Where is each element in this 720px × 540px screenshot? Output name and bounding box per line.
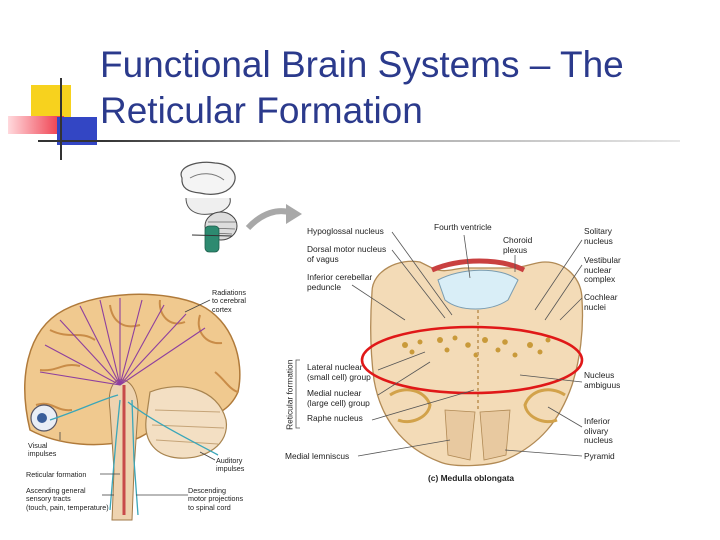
label-descending-projections: Descending motor projections to spinal c… (188, 486, 244, 512)
label-dorsal-motor-nucleus: Dorsal motor nucleus of vagus (307, 244, 387, 264)
label-raphe-nucleus: Raphe nucleus (307, 413, 363, 423)
label-reticular-formation-left: Reticular formation (26, 470, 87, 479)
label-solitary-nucleus: Solitary nucleus (584, 226, 613, 246)
label-visual-impulses: Visual impulses (28, 441, 57, 459)
deco-vertical-line (60, 78, 62, 160)
label-radiations-to-cortex: Radiations to cerebral cortex (212, 288, 246, 314)
title-underline (38, 140, 680, 142)
label-lateral-nuclear-group: Lateral nuclear (small cell) group (307, 362, 371, 382)
gray-arrow (245, 208, 294, 231)
label-nucleus-ambiguus: Nucleus ambiguus (584, 370, 621, 390)
slide-title: Functional Brain Systems – The Reticular… (100, 42, 700, 134)
label-medial-nuclear-group: Medial nuclear (large cell) group (307, 388, 370, 408)
label-inferior-olivary-nucleus: Inferior olivary nucleus (584, 416, 613, 445)
label-auditory-impulses: Auditory impulses (216, 456, 245, 474)
label-vestibular-complex: Vestibular nuclear complex (584, 255, 621, 284)
medulla-cross-section (295, 231, 584, 467)
label-inferior-cerebellar-peduncle: Inferior cerebellar peduncle (307, 272, 373, 292)
label-pyramid: Pyramid (584, 451, 615, 461)
small-brain-icon (180, 161, 238, 253)
sagittal-brain (24, 293, 241, 521)
highlight-ellipse (360, 325, 584, 395)
label-fourth-ventricle: Fourth ventricle (434, 222, 492, 232)
caption-medulla-oblongata: (c) Medulla oblongata (428, 473, 515, 483)
label-reticular-formation-vertical: Reticular formation (284, 359, 295, 430)
label-medial-lemniscus: Medial lemniscus (285, 451, 350, 461)
title-line-1: Functional Brain Systems – The (100, 44, 624, 85)
label-hypoglossal-nucleus: Hypoglossal nucleus (307, 226, 384, 236)
title-line-2: Reticular Formation (100, 90, 423, 131)
label-choroid-plexus: Choroid plexus (503, 235, 533, 255)
label-ascending-tracts: Ascending general sensory tracts (touch,… (26, 486, 109, 512)
deco-red-bar (8, 116, 64, 134)
label-cochlear-nuclei: Cochlear nuclei (584, 292, 618, 312)
